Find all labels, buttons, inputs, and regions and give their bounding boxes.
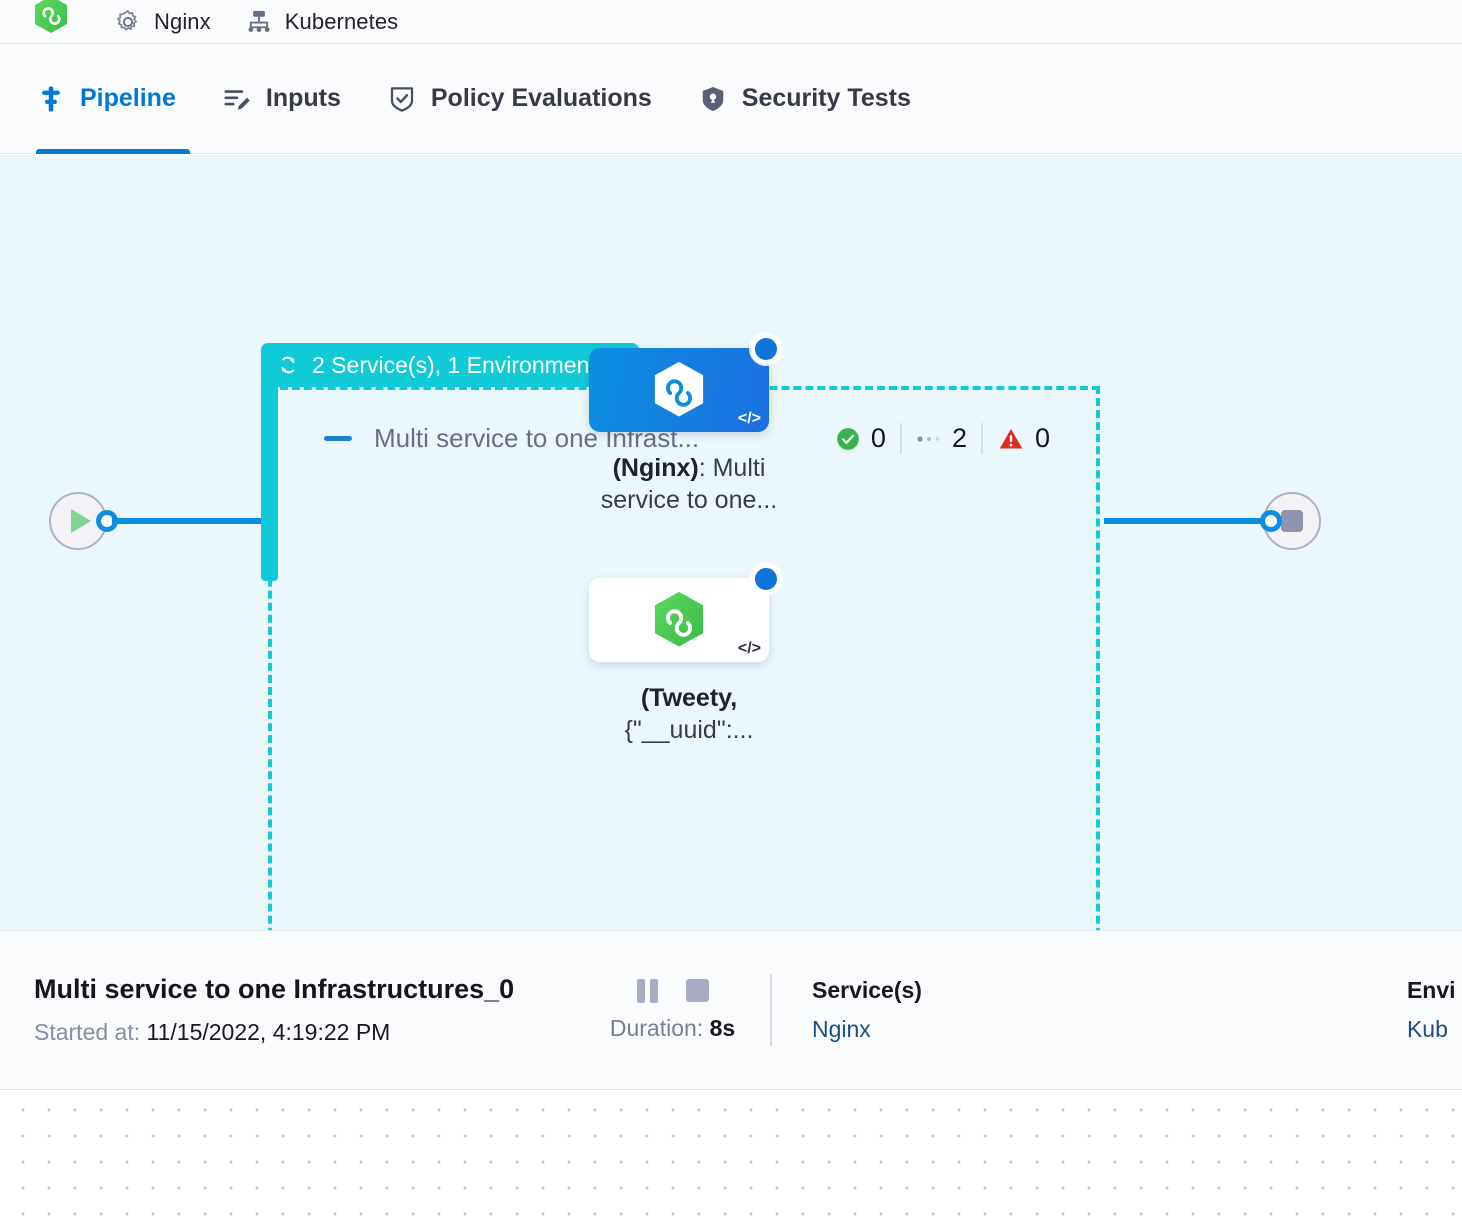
execution-title: Multi service to one Infrastructures_0 (34, 974, 515, 1004)
execution-summary: Multi service to one Infrastructures_0 S… (0, 974, 575, 1046)
environments-value[interactable]: Kub (1406, 1016, 1448, 1042)
status-running-count: 2 (951, 423, 967, 453)
top-breadcrumb-bar: Nginx Kubernetes (0, 0, 1462, 44)
status-success-count: 0 (870, 423, 886, 453)
group-status-counters: 0 2 0 (821, 423, 1064, 454)
harness-hexagon-green-icon (654, 591, 704, 647)
warning-triangle-icon (999, 428, 1023, 449)
play-icon (70, 509, 91, 533)
services-column: Service(s) Nginx (772, 977, 922, 1043)
tab-policy-evaluations[interactable]: Policy Evaluations (387, 44, 652, 154)
tab-label-pipeline: Pipeline (80, 84, 176, 112)
edge-group-to-end (1104, 518, 1272, 524)
tab-label-security-tests: Security Tests (741, 84, 911, 112)
stage-card-nginx[interactable]: </> (589, 334, 781, 432)
execution-started: Started at: 11/15/2022, 4:19:22 PM (34, 1019, 575, 1046)
stage-label-tweety-bold: (Tweety, (640, 684, 738, 712)
matrix-loop-icon (281, 356, 295, 374)
services-value[interactable]: Nginx (812, 1016, 871, 1042)
execution-duration: Duration: 8s (575, 1015, 770, 1042)
breadcrumb-item-logo[interactable] (34, 0, 80, 34)
shield-check-icon (390, 86, 413, 112)
code-brackets-icon: </> (737, 640, 761, 657)
stop-icon (1281, 510, 1303, 532)
breadcrumb-item-kubernetes[interactable]: Kubernetes (245, 8, 399, 36)
collapse-toggle-icon[interactable] (324, 436, 352, 441)
tab-bar: Pipeline Inputs Policy Evaluations Secur… (0, 44, 1462, 154)
execution-duration-block: Duration: 8s (575, 978, 770, 1042)
success-check-icon (837, 427, 859, 450)
stage-label-tweety: (Tweety, {"__uuid":... (589, 682, 789, 746)
execution-info-bar: Multi service to one Infrastructures_0 S… (0, 930, 1462, 1090)
stage-label-nginx: (Nginx): Multi service to one... (589, 452, 789, 516)
started-label: Started at: (34, 1019, 141, 1045)
stage-card-tweety[interactable]: </> (589, 564, 781, 662)
duration-value: 8s (709, 1014, 736, 1041)
breadcrumb-item-nginx[interactable]: Nginx (114, 8, 211, 36)
pipeline-canvas[interactable]: 2 Service(s), 1 Environment(s) Multi ser… (0, 155, 1462, 930)
status-running: 2 (899, 423, 981, 454)
breadcrumb-label-nginx: Nginx (154, 8, 211, 34)
stage-label-nginx-bold: (Nginx) (612, 454, 699, 482)
infrastructure-icon (248, 10, 270, 32)
services-header: Service(s) (812, 977, 922, 1003)
group-header: Multi service to one Infrast... 0 2 (324, 423, 1064, 454)
harness-hexagon-white-icon (654, 361, 704, 417)
tab-pipeline[interactable]: Pipeline (36, 44, 190, 154)
status-error-count: 0 (1034, 423, 1050, 453)
duration-label: Duration: (609, 1014, 704, 1041)
info-divider (770, 974, 772, 1046)
environments-header: Envi (1406, 977, 1456, 1003)
pause-icon[interactable] (636, 978, 658, 1003)
stage-node-tweety[interactable]: </> (Tweety, {"__uuid":... (589, 564, 789, 746)
group-badge[interactable]: 2 Service(s), 1 Environment(s) (261, 343, 639, 387)
tab-security-tests[interactable]: Security Tests (698, 44, 911, 154)
stage-node-nginx[interactable]: </> (Nginx): Multi service to one... (589, 334, 789, 516)
running-spinner-icon (751, 334, 781, 364)
gear-icon (117, 9, 137, 31)
running-spinner-icon (751, 564, 781, 594)
execution-controls (575, 978, 770, 1003)
status-success: 0 (821, 423, 900, 454)
tab-label-policy-evaluations: Policy Evaluations (430, 84, 652, 112)
edge-start-to-group (112, 518, 270, 524)
tab-label-inputs: Inputs (265, 84, 341, 112)
started-value: 11/15/2022, 4:19:22 PM (146, 1019, 391, 1045)
inputs-icon (224, 89, 250, 110)
tab-inputs[interactable]: Inputs (222, 44, 341, 154)
environments-column: Envi Kub (1367, 977, 1456, 1043)
running-dots-icon (917, 435, 940, 442)
status-error: 0 (980, 423, 1064, 454)
group-left-strip (261, 369, 278, 581)
stage-label-tweety-rest: {"__uuid":... (624, 716, 754, 744)
harness-hexagon-logo-icon (35, 0, 67, 33)
group-badge-label: 2 Service(s), 1 Environment(s) (312, 351, 623, 378)
breadcrumb-label-kubernetes: Kubernetes (284, 8, 399, 34)
end-node-port-overlay[interactable] (1260, 510, 1282, 532)
stop-icon[interactable] (685, 979, 709, 1002)
lower-dot-grid-canvas[interactable] (0, 1091, 1462, 1228)
pipeline-icon (42, 86, 60, 111)
shield-security-icon (702, 86, 724, 111)
stage-label-nginx-rest: : Multi service to one... (600, 454, 778, 514)
code-brackets-icon: </> (737, 410, 761, 427)
